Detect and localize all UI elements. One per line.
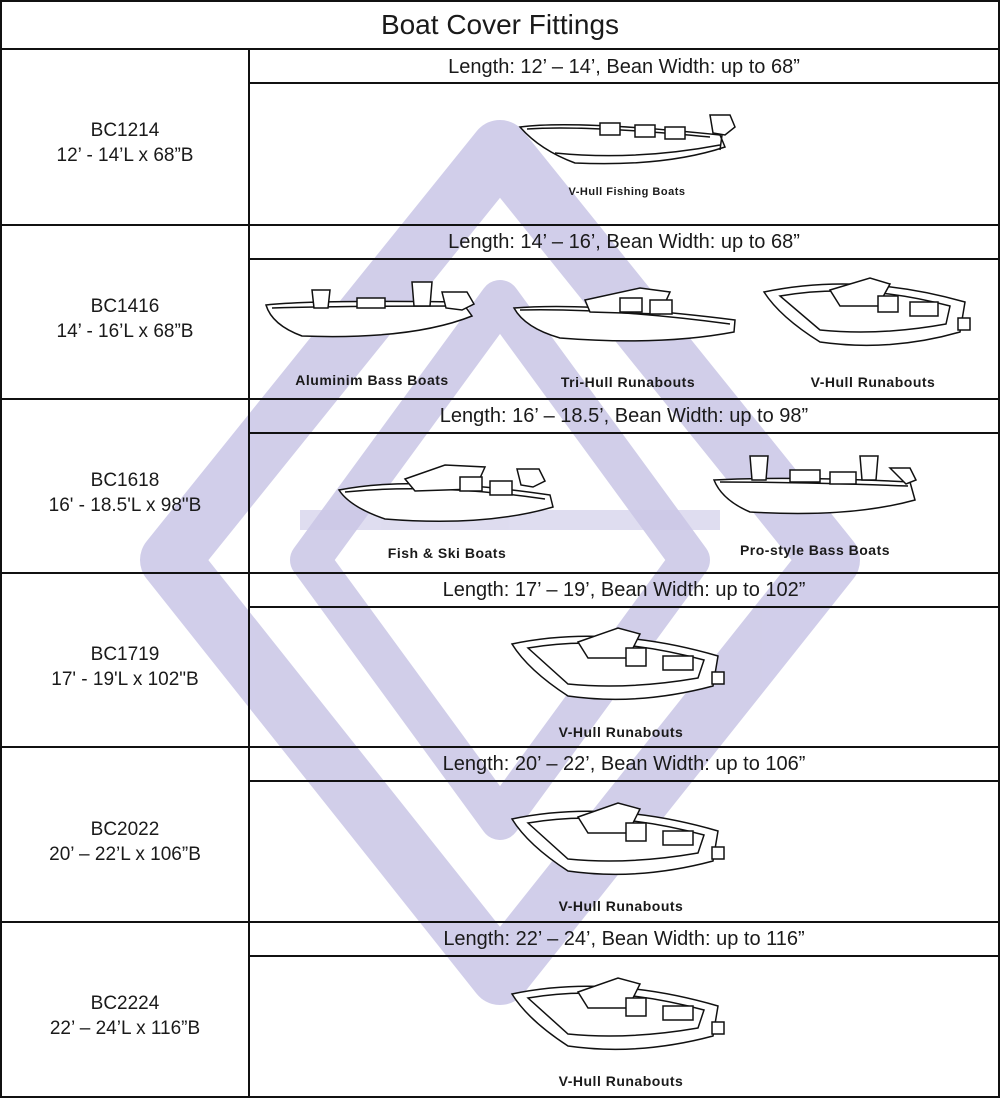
fitting-size: 16' - 18.5'L x 98"B	[48, 495, 202, 516]
dims-divider	[250, 432, 1000, 434]
fish-ski-boat-icon	[337, 464, 554, 523]
boat-label: V-Hull Runabouts	[558, 724, 684, 740]
dims-divider	[250, 955, 1000, 957]
boat-label: Tri-Hull Runabouts	[560, 374, 696, 390]
table-border-right	[998, 0, 1000, 1098]
fitting-dims: Length: 12’ – 14’, Bean Width: up to 68”	[448, 55, 800, 78]
row-divider	[0, 572, 1000, 574]
boat-label: Aluminim Bass Boats	[295, 372, 449, 388]
row-divider	[0, 921, 1000, 923]
table-border-bottom	[0, 1096, 1000, 1098]
page-title: Boat Cover Fittings	[380, 9, 620, 40]
fitting-dims: Length: 16’ – 18.5’, Bean Width: up to 9…	[439, 404, 809, 427]
fitting-code-cell: BC1416 14’ - 16’L x 68”B	[2, 294, 248, 344]
fitting-size: 17' - 19'L x 102"B	[51, 669, 199, 690]
fitting-code-cell: BC2224 22’ – 24’L x 116”B	[2, 991, 248, 1041]
fitting-size: 22’ – 24’L x 116”B	[49, 1018, 201, 1039]
fitting-code: BC1618	[90, 470, 160, 491]
fitting-code-cell: BC1719 17' - 19'L x 102"B	[2, 642, 248, 692]
fitting-code: BC2022	[90, 819, 160, 840]
v-hull-fishing-boat-icon	[518, 114, 736, 165]
row-divider	[0, 746, 1000, 748]
dims-divider	[250, 258, 1000, 260]
fitting-dims: Length: 20’ – 22’, Bean Width: up to 106…	[442, 752, 806, 775]
boat-label: V-Hull Runabouts	[810, 374, 936, 390]
v-hull-runabout-icon	[510, 802, 725, 876]
fitting-code-cell: BC1618 16' - 18.5'L x 98"B	[2, 468, 248, 518]
boat-label: Pro-style Bass Boats	[739, 542, 891, 558]
pro-bass-boat-icon	[712, 455, 918, 515]
fitting-code-cell: BC2022 20’ – 22’L x 106”B	[2, 817, 248, 867]
boat-label: V-Hull Fishing Boats	[568, 186, 686, 198]
dims-divider	[250, 606, 1000, 608]
fitting-code: BC1214	[90, 120, 160, 141]
fitting-size: 20’ – 22’L x 106”B	[49, 844, 201, 865]
row-divider	[0, 398, 1000, 400]
fitting-code: BC1416	[90, 296, 160, 317]
table-border-left	[0, 0, 2, 1098]
fitting-size: 12’ - 14’L x 68”B	[56, 145, 194, 166]
fitting-dims: Length: 17’ – 19’, Bean Width: up to 102…	[442, 578, 806, 601]
fitting-code: BC1719	[90, 644, 160, 665]
fitting-code: BC2224	[90, 993, 160, 1014]
tri-hull-runabout-icon	[512, 287, 736, 342]
v-hull-runabout-icon	[762, 277, 971, 347]
dims-divider	[250, 82, 1000, 84]
aluminum-bass-boat-icon	[265, 281, 476, 338]
row-divider	[0, 224, 1000, 226]
v-hull-runabout-icon	[510, 627, 725, 701]
table-border-top	[0, 0, 1000, 2]
v-hull-runabout-icon	[510, 977, 725, 1051]
boat-label: V-Hull Runabouts	[558, 1073, 684, 1089]
divider	[0, 48, 1000, 50]
fitting-code-cell: BC1214 12’ - 14’L x 68”B	[2, 118, 248, 168]
fitting-dims: Length: 14’ – 16’, Bean Width: up to 68”	[448, 230, 800, 253]
boat-label: Fish & Ski Boats	[387, 545, 507, 561]
fitting-dims: Length: 22’ – 24’, Bean Width: up to 116…	[443, 927, 805, 950]
boat-label: V-Hull Runabouts	[558, 898, 684, 914]
dims-divider	[250, 780, 1000, 782]
fitting-size: 14’ - 16’L x 68”B	[56, 321, 194, 342]
